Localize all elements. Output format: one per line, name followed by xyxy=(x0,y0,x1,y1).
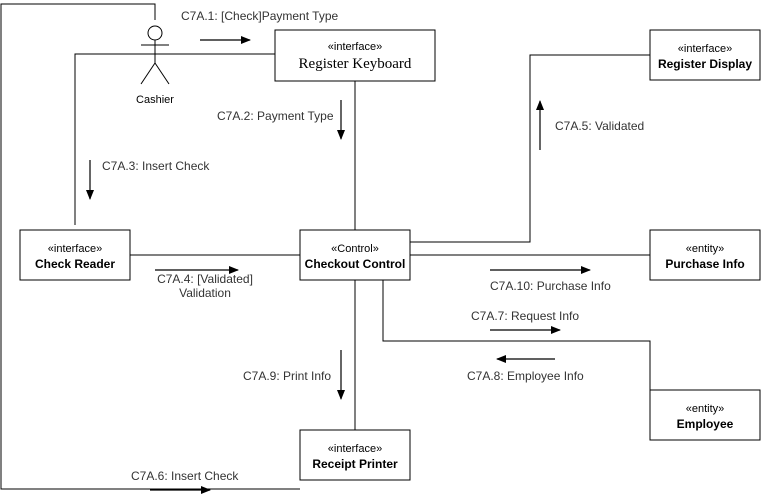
check-reader-name: Check Reader xyxy=(35,257,115,271)
register-keyboard-name: Register Keyboard xyxy=(299,56,412,72)
object-checkout-control[interactable]: «Control» Checkout Control xyxy=(299,229,411,281)
actor-head-icon xyxy=(147,25,163,41)
register-display-stereotype: «interface» xyxy=(678,43,732,55)
checkout-control-stereotype: «Control» xyxy=(331,243,379,255)
link-control-display xyxy=(410,54,650,243)
object-purchase-info[interactable]: «entity» Purchase Info xyxy=(649,229,761,281)
message-3-label: C7A.3: Insert Check xyxy=(102,159,210,173)
link-cashier-receiptprinter xyxy=(0,3,300,490)
message-1-label: C7A.1: [Check]Payment Type xyxy=(181,9,339,23)
message-10-label: C7A.10: Purchase Info xyxy=(490,279,611,293)
employee-stereotype: «entity» xyxy=(686,403,725,415)
actor-name: Cashier xyxy=(136,94,174,106)
object-receipt-printer[interactable]: «interface» Receipt Printer xyxy=(299,429,411,481)
message-5-label: C7A.5: Validated xyxy=(555,119,644,133)
object-employee[interactable]: «entity» Employee xyxy=(649,389,761,441)
checkout-control-name: Checkout Control xyxy=(305,257,406,271)
register-keyboard-stereotype: «interface» xyxy=(328,41,382,53)
check-reader-stereotype: «interface» xyxy=(48,243,102,255)
purchase-info-name: Purchase Info xyxy=(665,257,744,271)
message-7-label: C7A.7: Request Info xyxy=(471,309,579,323)
message-9-label: C7A.9: Print Info xyxy=(243,369,331,383)
link-control-employee xyxy=(382,280,651,391)
message-arrows xyxy=(86,36,591,494)
cashier-actor[interactable]: Cashier xyxy=(136,25,174,106)
employee-name: Employee xyxy=(677,417,734,431)
object-register-display[interactable]: «interface» Register Display xyxy=(649,29,761,81)
connection-lines xyxy=(0,3,651,490)
object-register-keyboard[interactable]: «interface» Register Keyboard xyxy=(274,29,436,82)
message-8-label: C7A.8: Employee Info xyxy=(467,369,584,383)
message-4-label-line2: Validation xyxy=(179,286,231,300)
link-cashier-keyboard-checkreader xyxy=(74,53,275,225)
message-4-label-line1: C7A.4: [Validated] xyxy=(157,272,253,286)
register-display-name: Register Display xyxy=(658,57,752,71)
message-labels: C7A.1: [Check]Payment Type C7A.2: Paymen… xyxy=(102,9,644,483)
message-2-label: C7A.2: Payment Type xyxy=(217,109,334,123)
purchase-info-stereotype: «entity» xyxy=(686,243,725,255)
receipt-printer-stereotype: «interface» xyxy=(328,443,382,455)
message-6-label: C7A.6: Insert Check xyxy=(131,469,239,483)
object-check-reader[interactable]: «interface» Check Reader xyxy=(19,229,131,281)
receipt-printer-name: Receipt Printer xyxy=(312,457,398,471)
